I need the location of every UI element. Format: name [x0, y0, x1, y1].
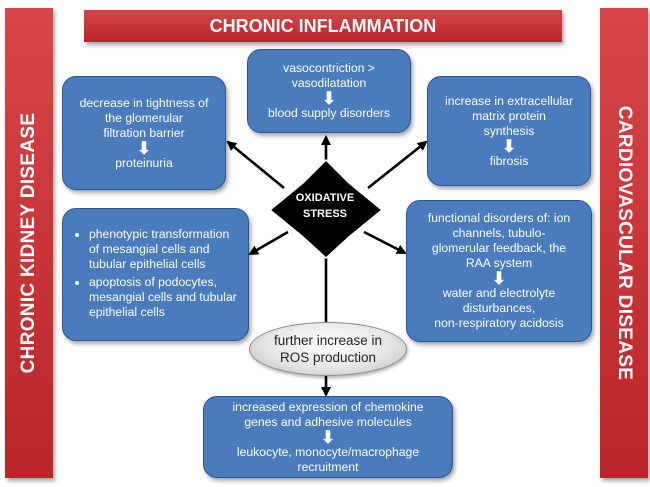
- box-effect: blood supply disorders: [268, 106, 390, 120]
- arrow-to-mid-left: [248, 230, 289, 256]
- box-functional-disorders: functional disorders of: ion channels, t…: [406, 200, 592, 342]
- box-leukocyte-recruitment: increased expression of chemokine genes …: [203, 396, 453, 478]
- box-effect: water and electrolyte: [442, 286, 556, 300]
- box-text: decrease in tightness of: [79, 95, 209, 110]
- center-line-2: STRESS: [302, 208, 347, 220]
- box-text: glomerular feedback, the: [431, 241, 567, 255]
- ellipse-line-1: further increase in: [273, 333, 383, 348]
- box-fibrosis: increase in extracellular matrix protein…: [427, 76, 591, 186]
- box-text: synthesis: [483, 123, 535, 138]
- down-arrow-icon: ⬇: [321, 89, 337, 108]
- box-effect: proteinuria: [115, 155, 173, 170]
- box-cell-changes: phenotypic transformation of mesangial c…: [62, 208, 249, 341]
- arrow-to-mid-right: [363, 230, 407, 255]
- oxidative-stress-star: [268, 158, 384, 260]
- down-arrow-icon: ⬇: [501, 136, 517, 156]
- list-item: phenotypic transformation of mesangial c…: [89, 227, 240, 272]
- list-item: apoptosis of podocytes, mesangial cells …: [89, 275, 240, 320]
- box-effect: non-respiratory acidosis: [434, 316, 564, 330]
- ros-production-ellipse: further increase in ROS production: [249, 322, 407, 376]
- arrow-to-top-left: [226, 140, 285, 190]
- box-text: channels, tubulo-: [452, 226, 546, 240]
- arrow-to-top-right: [367, 140, 428, 190]
- box-text: vasodilatation: [291, 76, 367, 90]
- down-arrow-icon: ⬇: [491, 269, 507, 288]
- cell-changes-list: phenotypic transformation of mesangial c…: [73, 227, 240, 323]
- box-text: RAA system: [465, 256, 533, 270]
- box-text: increase in extracellular: [444, 93, 574, 108]
- box-effect: disturbances,: [462, 301, 536, 315]
- box-effect: leukocyte, monocyte/macrophage: [236, 444, 420, 459]
- banner-chronic-inflammation: CHRONIC INFLAMMATION: [84, 10, 562, 42]
- banner-cardiovascular-disease: CARDIOVASCULAR DISEASE: [600, 8, 648, 478]
- center-line-1: OXIDATIVE: [295, 192, 355, 204]
- box-blood-supply: vasocontriction > vasodilatation ⬇ blood…: [247, 49, 411, 133]
- box-proteinuria: decrease in tightness of the glomerular …: [62, 76, 226, 190]
- box-text: increased expression of chemokine: [232, 399, 424, 414]
- oxidative-stress-label: OXIDATIVE STRESS: [283, 190, 367, 222]
- ellipse-line-2: ROS production: [279, 350, 377, 365]
- banner-chronic-kidney-disease: CHRONIC KIDNEY DISEASE: [5, 8, 53, 478]
- box-text: genes and adhesive molecules: [244, 414, 412, 429]
- box-effect: recruitment: [297, 459, 359, 474]
- box-text: filtration barrier: [103, 125, 185, 140]
- box-text: matrix protein: [472, 108, 546, 123]
- box-text: functional disorders of: ion: [427, 211, 571, 225]
- box-text: vasocontriction >: [283, 61, 375, 75]
- box-effect: fibrosis: [489, 153, 529, 168]
- down-arrow-icon: ⬇: [320, 427, 336, 447]
- down-arrow-icon: ⬇: [136, 138, 152, 158]
- box-text: the glomerular: [105, 110, 183, 125]
- banner-top-label: CHRONIC INFLAMMATION: [209, 15, 437, 36]
